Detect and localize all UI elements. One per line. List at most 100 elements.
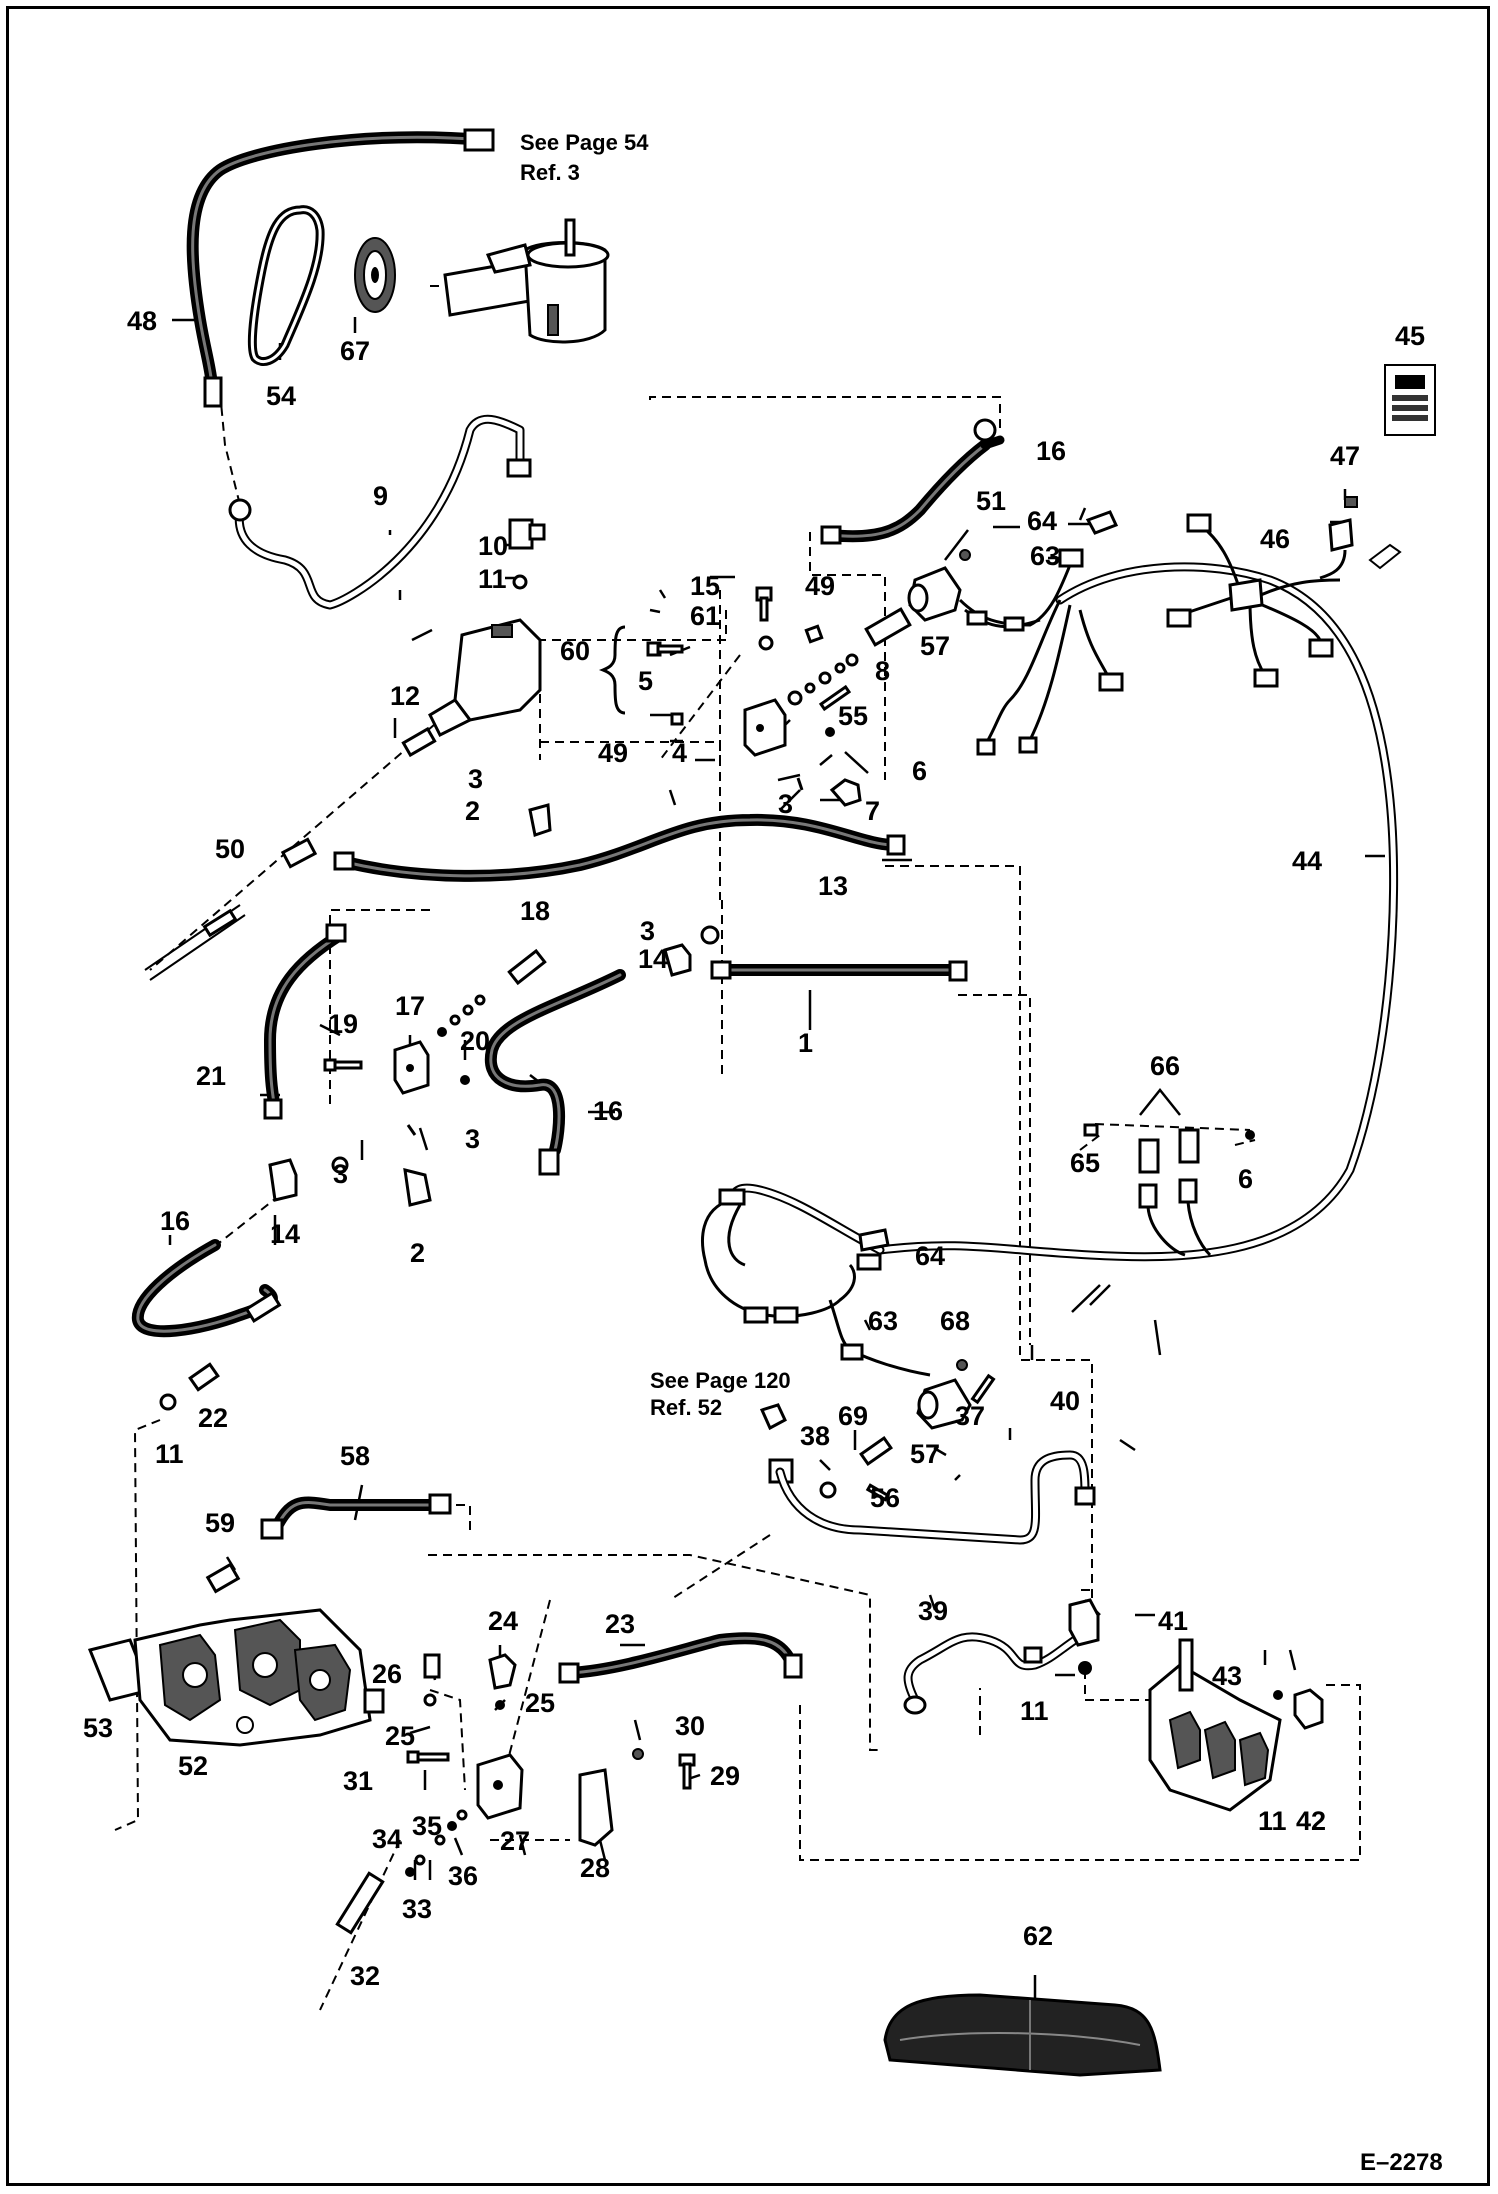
assembly-guide-lines [114, 285, 1361, 2011]
callout-2-mid: 2 [410, 1238, 425, 1268]
callout-6-right: 6 [1238, 1164, 1253, 1194]
callout-34: 34 [372, 1824, 402, 1854]
o-ring-38 [819, 1481, 837, 1499]
hose-16-top [820, 418, 1005, 545]
block-4 [743, 698, 787, 757]
callout-53: 53 [83, 1713, 113, 1743]
callout-69: 69 [838, 1401, 868, 1431]
control-valve-43 [1148, 1638, 1282, 1812]
fitting-42 [1293, 1688, 1324, 1730]
callout-33: 33 [402, 1894, 432, 1924]
callout-29: 29 [710, 1761, 740, 1791]
callout-51: 51 [976, 486, 1006, 516]
callout-3-top: 3 [468, 764, 483, 794]
callout-18: 18 [520, 896, 550, 926]
callout-17: 17 [395, 991, 425, 1021]
callout-12: 12 [390, 681, 420, 711]
callout-4: 4 [672, 738, 687, 768]
callout-14-top: 14 [638, 944, 668, 974]
callout-49-left: 49 [598, 738, 628, 768]
pump-assembly [443, 218, 610, 344]
bolt-19 [323, 1058, 363, 1072]
callout-3-right: 3 [778, 789, 793, 819]
callout-30: 30 [675, 1711, 705, 1741]
o-ring-11-right [1078, 1661, 1092, 1675]
tube-9 [228, 414, 532, 610]
fitting-2-top [528, 803, 552, 837]
callout-22: 22 [198, 1403, 228, 1433]
callout-56: 56 [870, 1483, 900, 1513]
o-ring-25-left [423, 1693, 437, 1707]
callout-36: 36 [448, 1861, 478, 1891]
fitting-ref52 [759, 1403, 794, 1484]
callout-64-low: 64 [915, 1241, 945, 1271]
callout-19: 19 [328, 1009, 358, 1039]
fitting-69 [859, 1435, 893, 1467]
pin-37 [970, 1373, 996, 1405]
o-ring-25-right [495, 1700, 505, 1710]
brace-60 [598, 625, 626, 715]
tube-39 [903, 1632, 1080, 1715]
callout-16-low: 16 [160, 1206, 190, 1236]
pin-56 [865, 1483, 890, 1502]
bolt-31 [406, 1750, 450, 1764]
screw-47 [1344, 496, 1358, 508]
hydraulic-pump-52 [87, 1608, 385, 1747]
wire-harness-63 [958, 510, 1119, 632]
note-see-page-54: See Page 54 [520, 130, 649, 155]
callout-47: 47 [1330, 441, 1360, 471]
callout-11-left: 11 [155, 1439, 184, 1469]
fitting-10 [508, 518, 546, 550]
tube-40 [775, 1450, 1096, 1545]
callout-11-far: 11 [1258, 1806, 1287, 1836]
callout-26: 26 [372, 1659, 402, 1689]
callout-16-mid: 16 [593, 1096, 623, 1126]
o-ring-3-left [331, 1156, 349, 1174]
fitting-26 [423, 1653, 441, 1679]
callout-64-top: 64 [1027, 506, 1057, 536]
callout-57-low: 57 [910, 1439, 940, 1469]
solenoid-coil-57-low [916, 1359, 972, 1430]
callout-48: 48 [127, 306, 157, 336]
callout-50: 50 [215, 834, 245, 864]
callout-60: 60 [560, 636, 590, 666]
note-see-page-120: See Page 120 [650, 1368, 791, 1393]
callout-15: 15 [690, 571, 720, 601]
diagram-border [6, 6, 1490, 2186]
callout-11-right: 11 [1020, 1696, 1049, 1726]
callout-20: 20 [460, 1026, 490, 1056]
o-ring-11-left [159, 1393, 177, 1411]
o-ring-stack-17 [437, 994, 486, 1085]
fitting-7 [829, 778, 862, 807]
callout-25-right: 25 [525, 1688, 555, 1718]
nut-30 [632, 1748, 644, 1760]
hose-58 [260, 1493, 452, 1540]
bracket-28 [578, 1768, 614, 1847]
callout-27: 27 [500, 1826, 530, 1856]
callout-40: 40 [1050, 1386, 1080, 1416]
callout-54: 54 [266, 381, 296, 411]
decal-45 [1384, 364, 1436, 436]
o-ring-11-top [512, 574, 528, 590]
relief-valve [428, 618, 542, 738]
valve-18 [507, 948, 547, 986]
callout-42: 42 [1296, 1806, 1326, 1836]
bolt-29 [678, 1753, 696, 1790]
switch-46 [1319, 518, 1402, 580]
callout-63-top: 63 [1030, 541, 1060, 571]
o-ring-3-small [796, 777, 804, 791]
o-ring-3-small2 [406, 1124, 417, 1136]
plug-49-left [670, 712, 684, 726]
callout-67: 67 [340, 336, 370, 366]
fitting-41 [1068, 1598, 1100, 1647]
hose-16-mid [484, 969, 626, 1176]
callout-43: 43 [1212, 1661, 1242, 1691]
callout-16-top: 16 [1036, 436, 1066, 466]
callout-52: 52 [178, 1751, 208, 1781]
fitting-59 [205, 1562, 241, 1594]
callout-63-low: 63 [868, 1306, 898, 1336]
adapter [202, 908, 238, 938]
callout-25-left: 25 [385, 1721, 415, 1751]
callout-57-top: 57 [920, 631, 950, 661]
callout-5: 5 [638, 666, 653, 696]
